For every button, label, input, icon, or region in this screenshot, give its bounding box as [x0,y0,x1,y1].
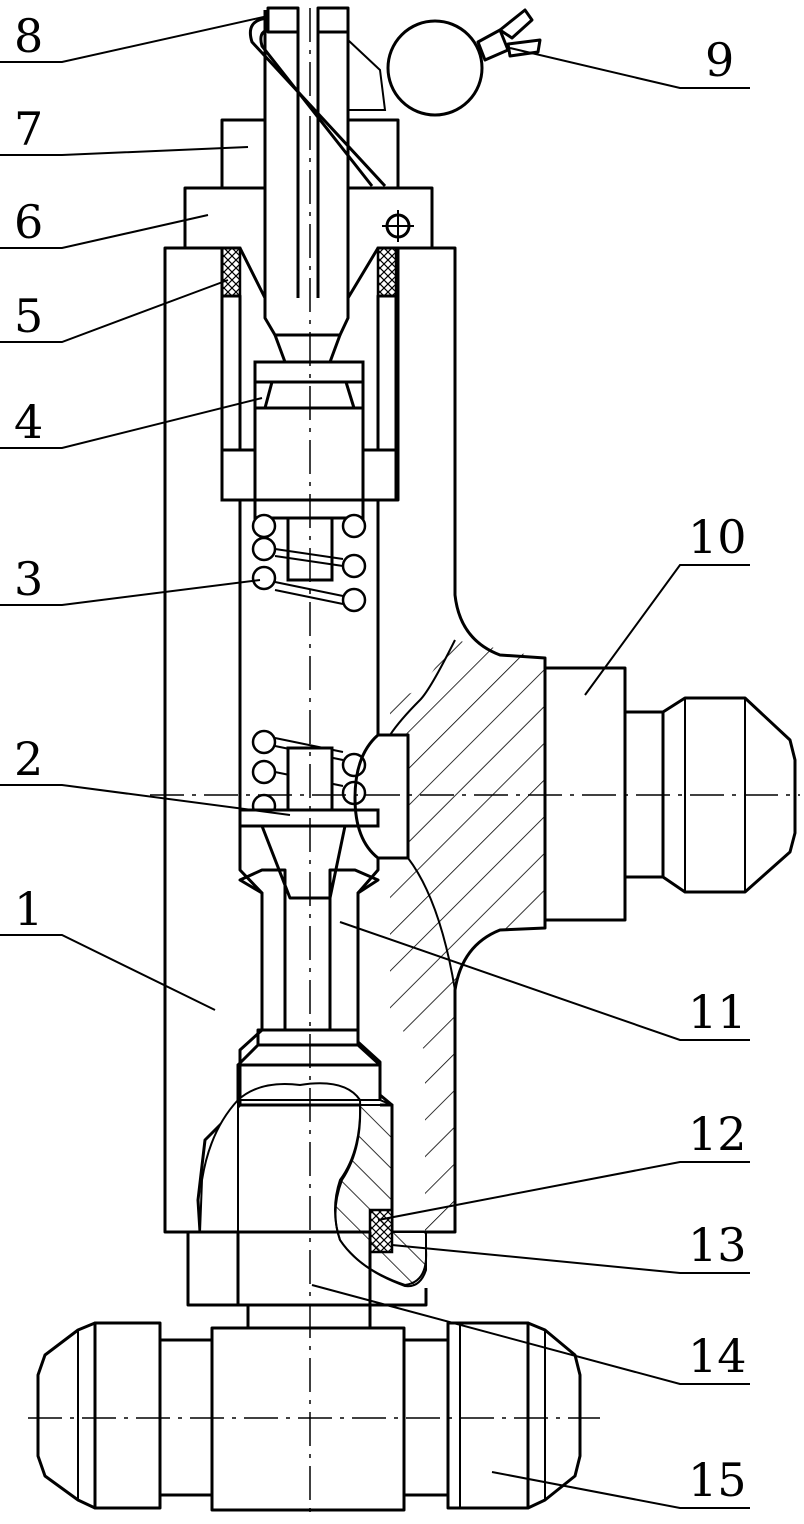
valve-core [220,360,398,582]
lock-wire [248,16,387,188]
label-10: 10 [688,510,747,564]
part-labels: 8 7 6 5 4 3 2 1 9 10 11 12 13 14 15 [14,9,747,1507]
label-15: 15 [688,1453,747,1507]
poppet [238,746,380,900]
label-12: 12 [688,1107,747,1161]
label-5: 5 [14,289,43,343]
label-14: 14 [688,1329,747,1383]
label-4: 4 [14,395,43,449]
spring-upper [251,513,367,613]
lead-seal [386,8,542,117]
lower-cutaway [198,1063,428,1288]
label-6: 6 [14,195,43,249]
bottom-nut [186,1230,428,1328]
label-7: 7 [14,102,43,156]
center-lines [28,8,800,1520]
bottom-fitting [36,1321,582,1512]
stem-cap [220,6,400,364]
label-8: 8 [14,9,43,63]
label-11: 11 [688,985,747,1039]
label-13: 13 [688,1218,747,1272]
label-9: 9 [705,33,734,87]
label-2: 2 [14,732,43,786]
leader-lines [0,15,750,1509]
label-1: 1 [14,882,43,936]
label-3: 3 [14,552,43,606]
